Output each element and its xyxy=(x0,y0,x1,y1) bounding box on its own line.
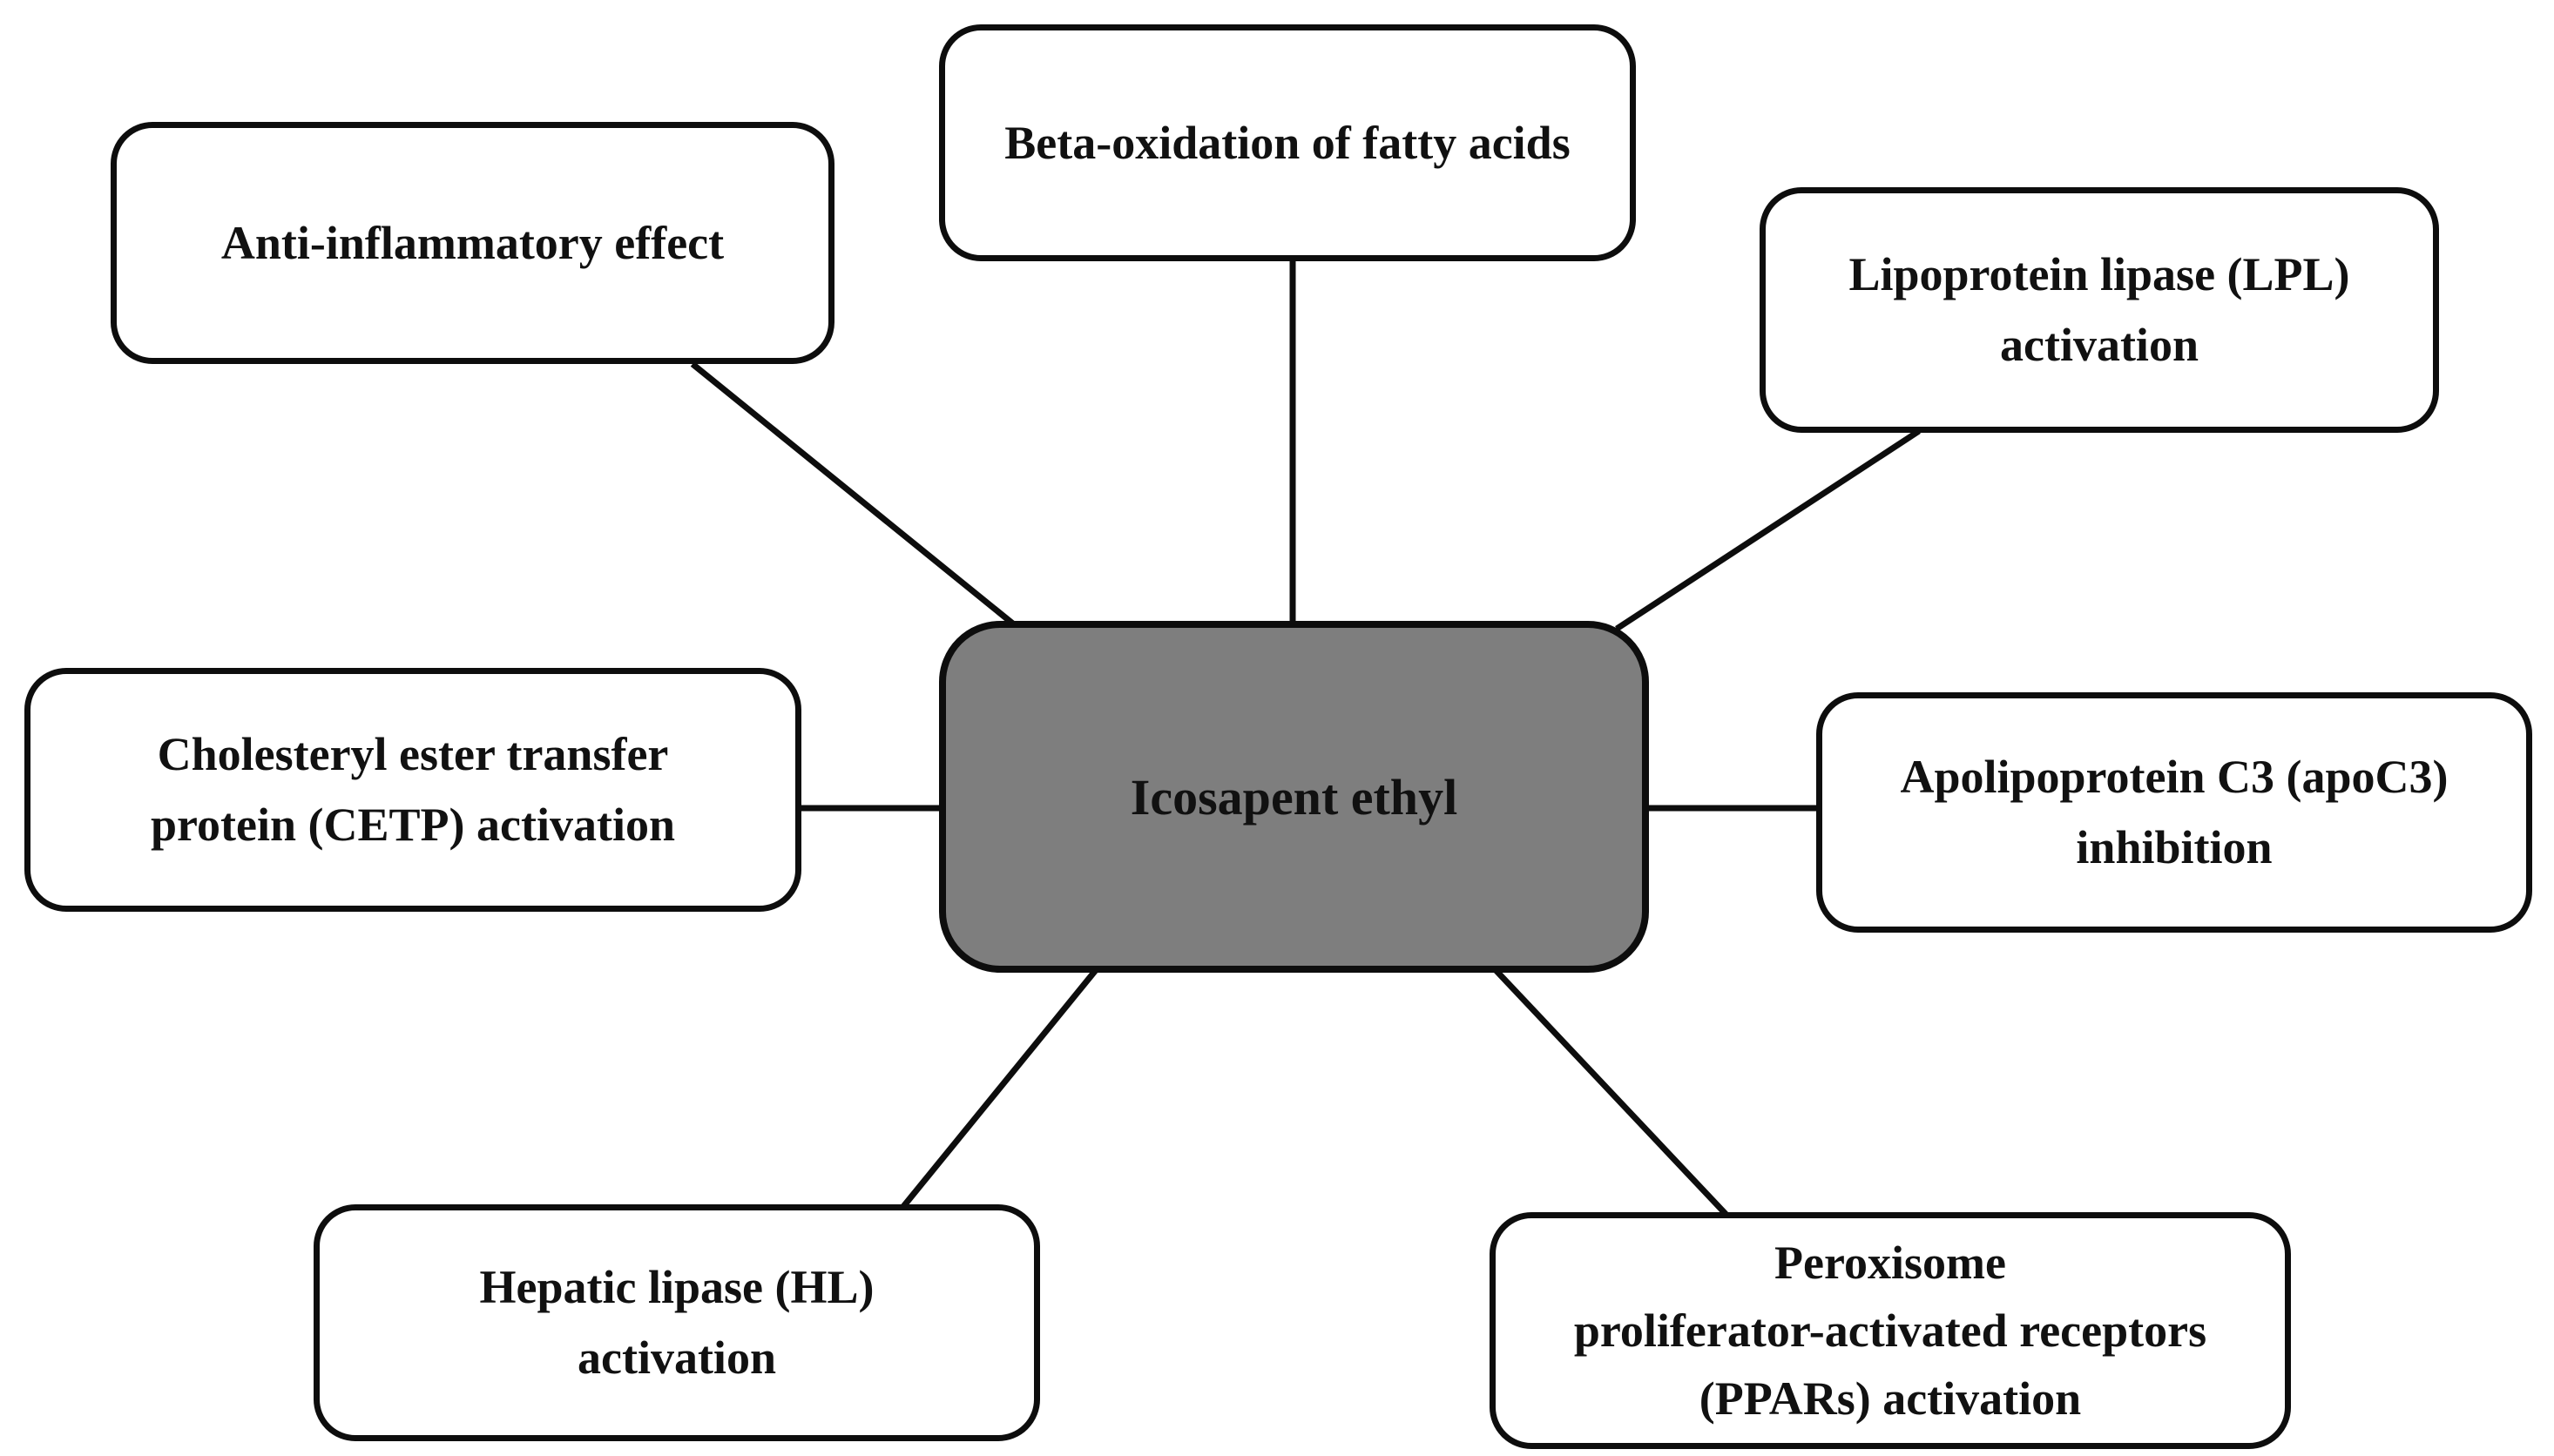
node-apoc3-inhibition-label: Apolipoprotein C3 (apoC3) inhibition xyxy=(1900,751,2449,873)
node-lpl-activation: Lipoprotein lipase (LPL) activation xyxy=(1760,187,2439,433)
node-ppars-activation-label: Peroxisome proliferator-activated recept… xyxy=(1573,1236,2207,1426)
connector-center-to-ppars xyxy=(1493,967,1729,1217)
center-node-label: Icosapent ethyl xyxy=(1130,768,1458,826)
node-beta-oxidation: Beta-oxidation of fatty acids xyxy=(939,24,1636,261)
node-cetp-activation: Cholesteryl ester transfer protein (CETP… xyxy=(24,668,801,912)
node-cetp-activation-label: Cholesteryl ester transfer protein (CETP… xyxy=(151,728,675,851)
node-ppars-activation: Peroxisome proliferator-activated recept… xyxy=(1490,1212,2291,1449)
node-apoc3-inhibition: Apolipoprotein C3 (apoC3) inhibition xyxy=(1816,692,2532,933)
node-anti-inflammatory-label: Anti-inflammatory effect xyxy=(220,216,725,269)
node-hl-activation-label: Hepatic lipase (HL) activation xyxy=(479,1261,875,1384)
connector-center-to-lpl xyxy=(1615,428,1921,631)
node-beta-oxidation-label: Beta-oxidation of fatty acids xyxy=(1004,116,1571,169)
node-hl-activation: Hepatic lipase (HL) activation xyxy=(314,1204,1040,1441)
node-anti-inflammatory: Anti-inflammatory effect xyxy=(111,122,834,364)
node-lpl-activation-label: Lipoprotein lipase (LPL) activation xyxy=(1848,248,2350,371)
connector-center-to-anti-inflammatory xyxy=(690,361,1026,635)
connector-center-to-hl xyxy=(899,967,1098,1211)
center-node-icosapent-ethyl: Icosapent ethyl xyxy=(939,621,1649,973)
